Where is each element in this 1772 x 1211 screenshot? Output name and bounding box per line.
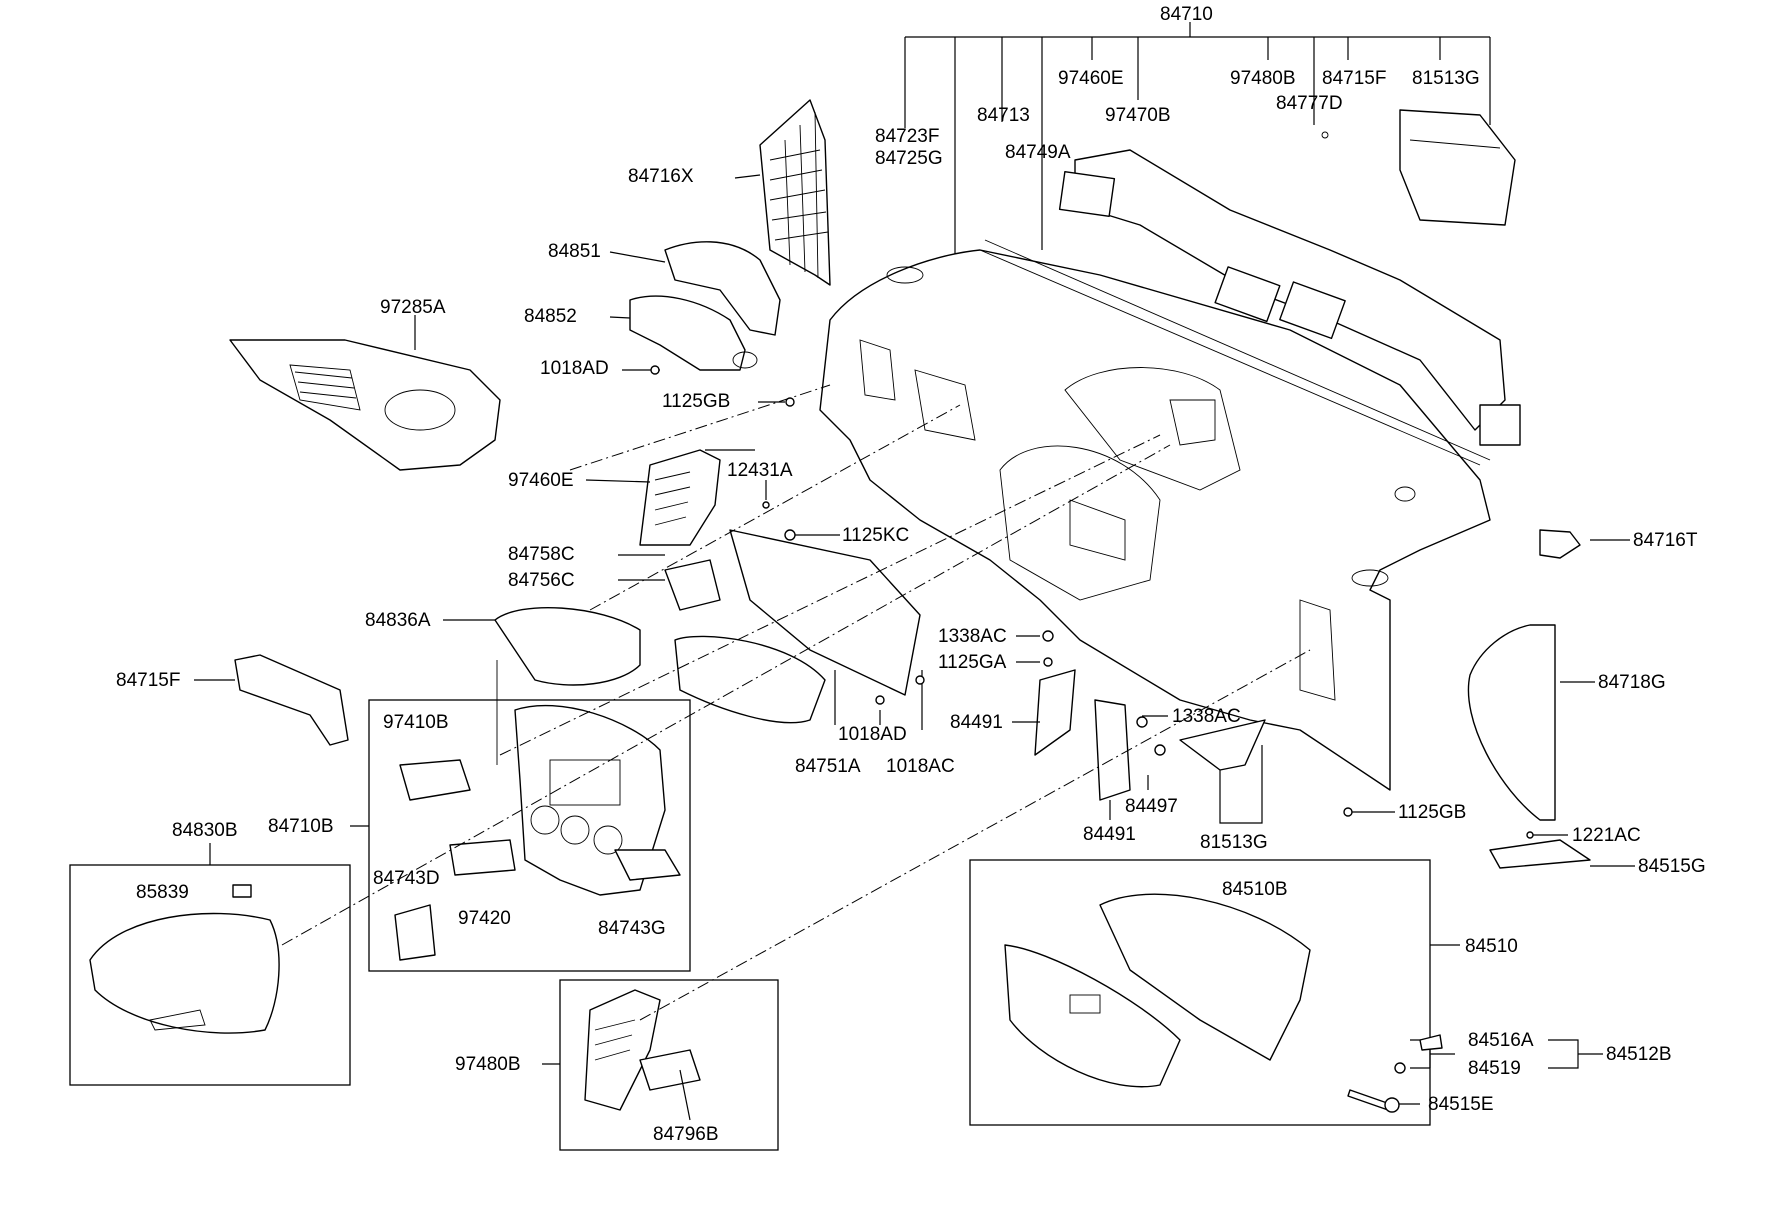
label-84515E: 84515E	[1428, 1094, 1494, 1115]
cluster-hood-84830B	[89, 884, 280, 1034]
label-1125GB-top: 1125GB	[662, 391, 730, 412]
label-84512B: 84512B	[1606, 1044, 1672, 1065]
label-1338AC-a: 1338AC	[938, 626, 1007, 647]
label-84716T: 84716T	[1633, 530, 1698, 551]
crash-pad-84710	[819, 239, 1491, 791]
label-1338AC-b: 1338AC	[1172, 706, 1241, 727]
glove-box-84510B	[1004, 893, 1311, 1088]
label-84491-b: 84491	[1083, 824, 1136, 845]
label-84756C: 84756C	[508, 570, 575, 591]
vent-97480B	[584, 989, 661, 1111]
vent-84796B	[639, 1049, 701, 1091]
label-84796B: 84796B	[653, 1124, 719, 1145]
end-cover-84718G	[1467, 624, 1556, 821]
label-1018AD-mid: 1018AD	[838, 724, 907, 745]
label-81513G-bottom: 81513G	[1200, 832, 1268, 853]
labels: 84710 84723F 84725G 84713 97460E 97470B …	[116, 4, 1706, 1145]
label-84718G: 84718G	[1598, 672, 1666, 693]
label-97420: 97420	[458, 908, 511, 929]
label-84516A: 84516A	[1468, 1030, 1534, 1051]
top-bracket-84710	[904, 22, 1491, 255]
group-box-84510	[969, 859, 1431, 1126]
lower-panel-84751A	[674, 529, 921, 724]
label-84519: 84519	[1468, 1058, 1521, 1079]
label-84743G: 84743G	[598, 918, 666, 939]
column-cover-84851	[664, 241, 781, 336]
label-1018AD-top: 1018AD	[540, 358, 609, 379]
label-1018AC: 1018AC	[886, 756, 955, 777]
defroster-duct-97470B	[1058, 149, 1521, 446]
airbag-module-81513G	[1321, 109, 1516, 226]
label-84749A: 84749A	[1005, 142, 1071, 163]
bracket-line-84512B	[1548, 1039, 1603, 1069]
label-1125KC: 1125KC	[842, 525, 909, 546]
side-vent-97460E	[639, 449, 721, 546]
bracket-81513G	[1179, 719, 1266, 771]
label-84713: 84713	[977, 105, 1030, 126]
label-84777D: 84777D	[1276, 93, 1343, 114]
label-84510B: 84510B	[1222, 879, 1288, 900]
label-97480B-bottom: 97480B	[455, 1054, 521, 1075]
label-84725G: 84725G	[875, 148, 943, 169]
fasteners	[650, 365, 1534, 1113]
center-facia-84710B	[514, 704, 666, 896]
label-84715F-left: 84715F	[116, 670, 180, 691]
label-84715F-top: 84715F	[1322, 68, 1386, 89]
cluster-facia-84836A	[494, 607, 641, 686]
holder-84756C	[664, 559, 721, 611]
vent-97410B	[399, 759, 471, 801]
label-84710B: 84710B	[268, 816, 334, 837]
label-12431A: 12431A	[727, 460, 793, 481]
label-84836A: 84836A	[365, 610, 431, 631]
vent-97420	[449, 839, 516, 876]
label-81513G-top: 81513G	[1412, 68, 1480, 89]
label-97470B: 97470B	[1105, 105, 1171, 126]
label-97460E-top: 97460E	[1058, 68, 1124, 89]
under-cover-97285A	[229, 339, 501, 471]
label-97410B: 97410B	[383, 712, 449, 733]
assembly-lines	[281, 384, 1311, 1021]
group-box-84710B	[368, 699, 691, 972]
label-97285A: 97285A	[380, 297, 446, 318]
group-box-97480B	[559, 979, 779, 1151]
label-97480B-top: 97480B	[1230, 68, 1296, 89]
side-panel-84716X	[759, 99, 831, 286]
label-84852: 84852	[524, 306, 577, 327]
label-84491-a: 84491	[950, 712, 1003, 733]
holder-84743D	[394, 904, 436, 961]
label-1221AC: 1221AC	[1572, 825, 1641, 846]
bracket-84515G	[1489, 839, 1591, 869]
label-84851: 84851	[548, 241, 601, 262]
label-84710: 84710	[1160, 4, 1213, 25]
label-84497: 84497	[1125, 796, 1178, 817]
label-84510: 84510	[1465, 936, 1518, 957]
label-97460E-left: 97460E	[508, 470, 574, 491]
column-cover-84852	[629, 295, 758, 371]
bracket-84491-a	[1034, 669, 1076, 756]
clip-84716T	[1539, 529, 1581, 559]
label-84515G: 84515G	[1638, 856, 1706, 877]
tray-84743G	[614, 849, 681, 881]
label-84751A: 84751A	[795, 756, 861, 777]
label-84716X: 84716X	[628, 166, 694, 187]
label-1125GA: 1125GA	[938, 652, 1007, 673]
label-1125GB-right: 1125GB	[1398, 802, 1466, 823]
label-84723F: 84723F	[875, 126, 939, 147]
bracket-84715F	[234, 654, 349, 746]
bracket-84491-b	[1094, 699, 1131, 801]
label-84830B: 84830B	[172, 820, 238, 841]
label-84758C: 84758C	[508, 544, 575, 565]
label-85839: 85839	[136, 882, 189, 903]
label-84743D: 84743D	[373, 868, 440, 889]
